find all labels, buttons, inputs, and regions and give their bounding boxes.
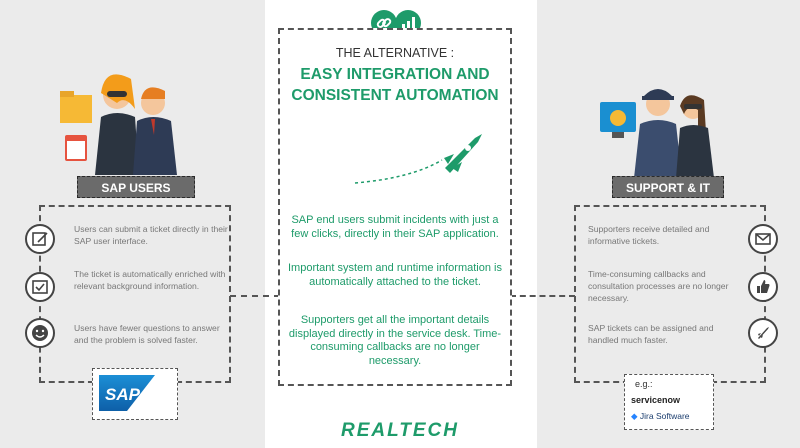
svg-text:SAP: SAP (105, 385, 141, 404)
sap-logo: SAP (99, 375, 155, 411)
headline-line-2: CONSISTENT AUTOMATION (291, 87, 499, 104)
jira-text: Jira Software (639, 411, 690, 421)
support-illustration (598, 82, 728, 183)
sap-logo-box: SAP (92, 368, 178, 420)
center-paragraph-2: Important system and runtime information… (288, 262, 502, 288)
jira-diamond-icon: ◆ (631, 411, 638, 421)
right-bullet-3: SAP tickets can be assigned and handled … (588, 323, 714, 345)
jira-logo: ◆ Jira Software (631, 411, 690, 422)
right-bullet-2: Time-consuming callbacks and consultatio… (588, 269, 729, 303)
center-box: THE ALTERNATIVE : EASY INTEGRATION AND C… (278, 28, 512, 386)
edit-icon (25, 224, 55, 254)
headline: EASY INTEGRATION AND CONSISTENT AUTOMATI… (280, 64, 510, 106)
sap-users-illustration (55, 55, 195, 180)
calendar-check-icon (25, 272, 55, 302)
center-paragraph-1: SAP end users submit incidents with just… (291, 214, 499, 240)
left-bullet-2: The ticket is automatically enriched wit… (74, 269, 226, 291)
eg-label: e.g.: (635, 379, 653, 389)
connector-left (230, 295, 280, 297)
servicenow-logo: servicenow (631, 395, 681, 405)
rocket-icon (350, 128, 500, 193)
right-bullet-1: Supporters receive detailed and informat… (588, 224, 710, 246)
connector-right (510, 295, 575, 297)
alternative-label: THE ALTERNATIVE : (335, 46, 455, 60)
right-panel (537, 0, 800, 448)
center-paragraph-3: Supporters get all the important details… (288, 314, 502, 367)
left-bullet-1: Users can submit a ticket directly in th… (74, 224, 228, 246)
support-it-label: SUPPORT & IT (612, 176, 724, 198)
tools-logo-box: e.g.: servicenow ◆ Jira Software (624, 374, 714, 430)
left-bullet-3: Users have fewer questions to answer and… (74, 323, 220, 345)
mail-icon (748, 224, 778, 254)
smiley-icon (25, 318, 55, 348)
realtech-logo: REALTECH (340, 420, 460, 441)
thumbs-up-icon (748, 272, 778, 302)
sap-users-label: SAP USERS (77, 176, 195, 198)
rocket-small-icon (748, 318, 778, 348)
headline-line-1: EASY INTEGRATION AND (300, 66, 490, 83)
